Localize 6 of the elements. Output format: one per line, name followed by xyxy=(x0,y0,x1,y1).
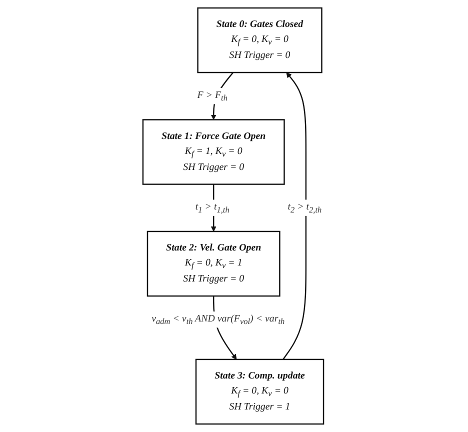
state-box: State 3: Comp. update K$_{f}$ = 0, K$_{v}$ = 0 SH Trigger = 1 xyxy=(196,358,325,425)
arrow xyxy=(283,72,307,360)
edge-label: F > F$_{th}$ xyxy=(198,88,230,104)
state-box: State 2: Vel. Gate Open K$_{f}$ = 0, K$_{v}$ = 1 SH Trigger = 0 xyxy=(147,230,281,297)
state-box: State 1: Force Gate Open K$_{f}$ = 1, K$_{v}$ = 0 SH Trigger = 0 xyxy=(142,119,286,185)
state-box: State 0: Gates Closed K$_{f}$ = 0, K$_{v}$ = 0 SH Trigger = 0 xyxy=(198,7,323,74)
